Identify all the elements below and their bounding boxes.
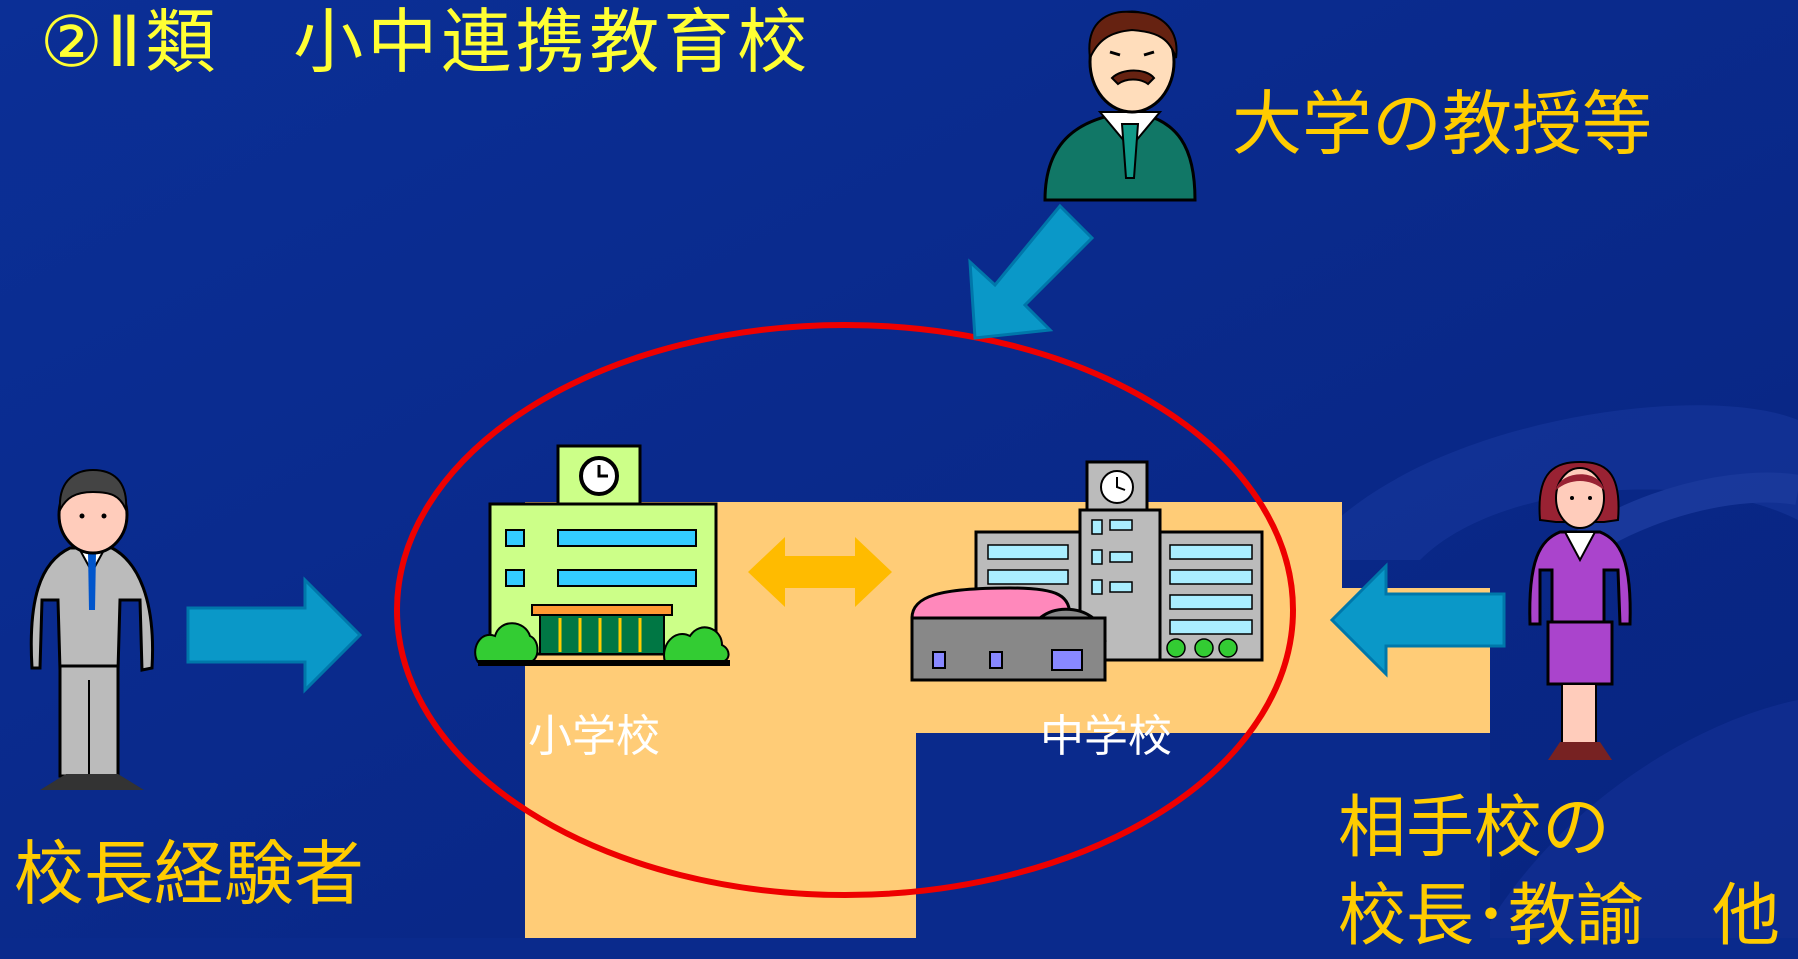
diagram-canvas xyxy=(0,0,1798,938)
arrow-from-university xyxy=(968,203,1095,340)
elementary-school-label: 小学校 xyxy=(528,711,660,762)
former-principal-label: 校長経験者 xyxy=(14,833,364,915)
double-arrow xyxy=(748,537,892,607)
junior-high-school-label: 中学校 xyxy=(1040,711,1172,762)
female-teacher-icon xyxy=(1528,460,1632,760)
partner-label-line2: 校長･教諭 他 xyxy=(1338,877,1781,956)
elementary-school-icon xyxy=(474,444,730,666)
university-label: 大学の教授等 xyxy=(1232,83,1652,165)
partnership-ellipse xyxy=(394,322,1296,898)
arrow-from-partner xyxy=(1329,562,1506,678)
slide-title: ②Ⅱ類 小中連携教育校 xyxy=(40,1,812,83)
platform-cutout xyxy=(916,733,1490,938)
male-principal-icon xyxy=(29,468,155,790)
professor-icon xyxy=(1043,10,1197,202)
partner-label-line1: 相手校の xyxy=(1338,789,1611,868)
junior-high-school-icon xyxy=(910,460,1264,682)
arrow-from-principal xyxy=(186,576,363,694)
